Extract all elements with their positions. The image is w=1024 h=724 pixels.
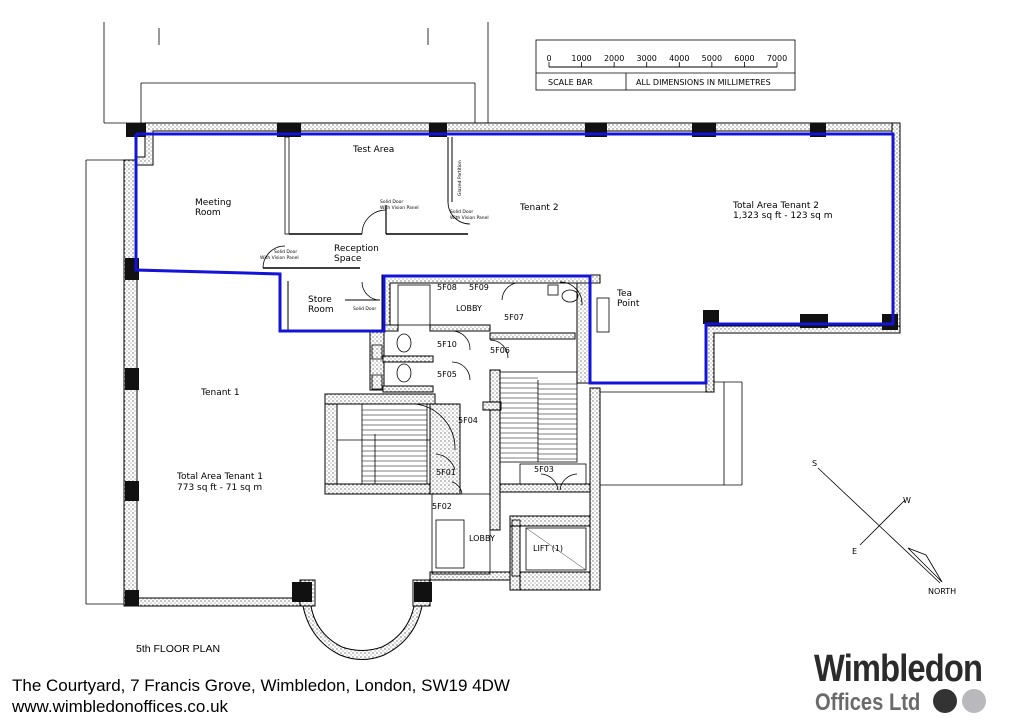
- scale-tick-label: 6000: [734, 54, 754, 63]
- room-codes: 5F08 5F09 5F07 5F10 5F06 5F05 5F04 5F01 5F02 5F03: [432, 283, 554, 511]
- interior-walls: [262, 136, 743, 577]
- scale-tick-label: 2000: [604, 54, 624, 63]
- room-code: 5F04: [458, 416, 478, 425]
- room-store-line2: Room: [308, 305, 334, 315]
- room-tenant1: Tenant 1: [200, 388, 240, 398]
- note-glazed-partition: Glazed Partition: [457, 160, 463, 196]
- room-labels: Test Area Meeting Room Reception Space S…: [176, 145, 832, 553]
- scale-tick-label: 1000: [571, 54, 591, 63]
- note-vision-1b: With Vision Panel: [380, 205, 419, 211]
- room-store-line1: Store: [308, 295, 332, 305]
- note-vision-2a: Solid Door: [450, 209, 473, 215]
- room-tea-line1: Tea: [616, 289, 632, 299]
- room-code: 5F08: [437, 283, 457, 292]
- room-code: 5F07: [504, 313, 524, 322]
- note-vision-3b: With Vision Panel: [260, 255, 299, 261]
- stair-treads-right: [500, 377, 577, 460]
- room-code: 5F10: [437, 340, 457, 349]
- tenant2-total-area: 1,323 sq ft - 123 sq m: [733, 211, 832, 221]
- room-test-area: Test Area: [352, 145, 394, 155]
- scale-bar-label: SCALE BAR: [548, 78, 593, 87]
- room-lift: LIFT (1): [533, 544, 563, 553]
- company-logo: Wimbledon Offices Ltd: [814, 648, 994, 718]
- room-lobby-upper: LOBBY: [456, 304, 482, 313]
- note-vision-1a: Solid Door: [380, 199, 403, 205]
- tenant-boundaries: [134, 132, 895, 385]
- address: The Courtyard, 7 Francis Grove, Wimbledo…: [12, 676, 510, 695]
- logo-name: Wimbledon: [814, 648, 983, 690]
- door-notes: Solid Door With Vision Panel Solid Door …: [260, 160, 489, 312]
- room-reception-line2: Space: [334, 254, 362, 264]
- logo-dot-dark: [933, 689, 957, 713]
- room-code: 5F03: [534, 465, 554, 474]
- room-code: 5F06: [490, 346, 510, 355]
- room-lobby-lower: LOBBY: [469, 534, 495, 543]
- room-code: 5F09: [469, 283, 489, 292]
- compass-e: E: [852, 547, 857, 556]
- room-meeting-line2: Room: [195, 208, 221, 218]
- room-meeting-line1: Meeting: [195, 198, 231, 208]
- room-tea-line2: Point: [617, 299, 640, 309]
- room-tenant2: Tenant 2: [519, 203, 559, 213]
- website-link[interactable]: www.wimbledonoffices.co.uk: [12, 697, 229, 716]
- scale-ticks: 0 1000 2000 3000 4000 5000 6000 7000: [546, 54, 787, 67]
- scale-tick-label: 7000: [767, 54, 787, 63]
- logo-sub: Offices Ltd: [815, 689, 921, 716]
- tenant1-total-title: Total Area Tenant 1: [176, 472, 263, 482]
- compass-w: W: [903, 496, 911, 505]
- stair-treads-left: [362, 409, 427, 482]
- core-walls: [324, 274, 601, 591]
- scale-tick-label: 4000: [669, 54, 689, 63]
- outer-walls: [123, 122, 901, 660]
- room-code: 5F05: [437, 370, 457, 379]
- compass-north: NORTH: [928, 587, 956, 596]
- room-code: 5F02: [432, 502, 452, 511]
- scale-tick-label: 0: [546, 54, 551, 63]
- compass-s: S: [812, 459, 817, 468]
- tenant1-total-area: 773 sq ft - 71 sq m: [177, 483, 262, 493]
- tenant2-total-title: Total Area Tenant 2: [732, 201, 819, 211]
- scale-tick-label: 3000: [637, 54, 657, 63]
- note-solid-door: Solid Door: [353, 306, 376, 312]
- note-vision-2b: With Vision Panel: [450, 215, 489, 221]
- scale-tick-label: 5000: [702, 54, 722, 63]
- compass: S W E NORTH: [812, 459, 956, 596]
- room-code: 5F01: [436, 468, 456, 477]
- floor-title: 5th FLOOR PLAN: [136, 643, 221, 655]
- note-vision-3a: Solid Door: [274, 249, 297, 255]
- logo-dot-light: [962, 689, 986, 713]
- room-reception-line1: Reception: [334, 244, 379, 254]
- scale-note: ALL DIMENSIONS IN MILLIMETRES: [636, 78, 771, 87]
